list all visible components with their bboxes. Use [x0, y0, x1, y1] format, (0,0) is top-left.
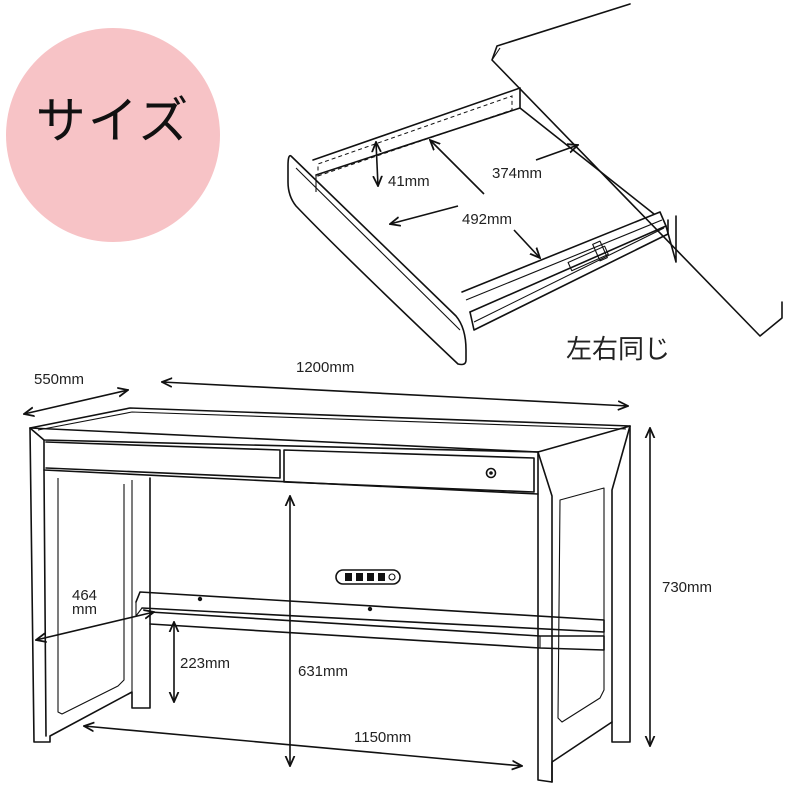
size-badge-label: サイズ	[35, 92, 191, 150]
left-drawer	[45, 441, 281, 479]
foot-bar	[149, 611, 605, 651]
drawer-front-panel	[287, 154, 467, 366]
size-badge	[6, 28, 220, 242]
right-drawer	[283, 449, 535, 493]
desk-drawing	[29, 407, 631, 783]
depth-label: 550mm	[34, 371, 84, 388]
width-arrow	[162, 382, 628, 406]
drawer-length-label: 492mm	[462, 211, 512, 228]
clearance-label: 631mm	[298, 663, 348, 680]
drawer-right-wall	[519, 107, 655, 215]
bar-height-label: 223mm	[180, 655, 230, 672]
leg-inner-label-line2: mm	[72, 601, 97, 618]
inner-width-label: 1150mm	[354, 729, 411, 746]
leg-inner-arrow	[36, 612, 154, 640]
height-label: 730mm	[662, 579, 712, 596]
left-leg-frame	[29, 427, 151, 743]
drawer-depth-arrow	[376, 142, 378, 186]
drawer-length-arrow	[390, 205, 459, 224]
depth-arrow	[24, 390, 128, 414]
drawer-width-label: 374mm	[492, 165, 542, 182]
drawer-width-arrow	[430, 140, 485, 195]
desk-top-corner	[491, 3, 783, 337]
power-strip	[335, 569, 401, 585]
leg-inner-label-line1: 464	[72, 587, 97, 604]
drawer-lock	[485, 467, 497, 479]
drawer-slide-rail	[469, 219, 669, 331]
drawer-detail: 41mm 374mm 492mm	[287, 3, 783, 366]
width-label: 1200mm	[296, 359, 354, 376]
inner-width-arrow	[84, 726, 522, 766]
right-leg-frame	[537, 425, 631, 783]
drawer-depth-label: 41mm	[388, 173, 430, 190]
back-board	[135, 591, 605, 633]
drawer-left-wall	[312, 87, 521, 176]
both-sides-same-note: 左右同じ	[566, 335, 670, 365]
